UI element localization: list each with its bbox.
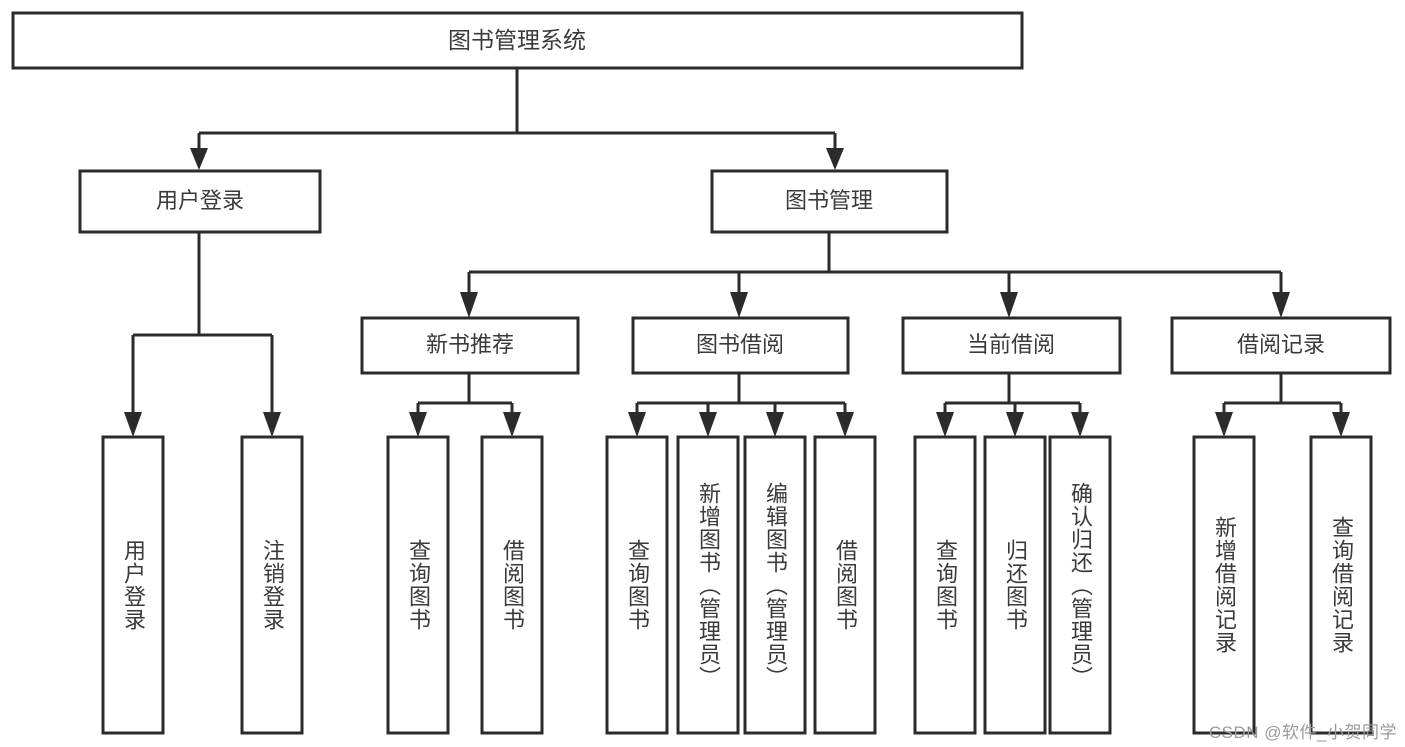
leaf-current-borrow-3[interactable]: 确认归还（管理员） <box>1048 435 1112 735</box>
new-book-recommend-box[interactable] <box>360 316 580 375</box>
borrow-record-label: 借阅记录 <box>1237 332 1325 357</box>
root-box[interactable] <box>11 11 1024 70</box>
node-new-book-recommend[interactable]: 新书推荐 <box>360 316 580 375</box>
arrow-nsr-1 <box>409 412 427 437</box>
leaf-label: 确认归还（管理员） <box>1068 481 1093 689</box>
arrow-bm-b <box>730 292 748 318</box>
leaf-label: 新增图书（管理员） <box>696 481 721 689</box>
leaf-box[interactable] <box>1309 435 1373 735</box>
node-current-borrow[interactable]: 当前借阅 <box>901 316 1122 375</box>
leaf-user-login-2[interactable]: 注销登录 <box>240 435 304 735</box>
arrow-dqjy-1 <box>936 412 954 437</box>
node-book-borrow[interactable]: 图书借阅 <box>631 316 850 375</box>
node-book-management[interactable]: 图书管理 <box>710 169 949 234</box>
arrow-jyjl-2 <box>1332 412 1350 437</box>
leaf-box[interactable] <box>676 435 740 735</box>
book-borrow-box[interactable] <box>631 316 850 375</box>
arrow-tsjy-4 <box>836 412 854 437</box>
leaf-borrow-record-1[interactable]: 新增借阅记录 <box>1192 435 1256 735</box>
leaf-box[interactable] <box>1048 435 1112 735</box>
leaf-book-borrow-3[interactable]: 编辑图书（管理员） <box>743 435 807 735</box>
arrow-root-to-bookmgmt <box>826 148 844 170</box>
leaf-borrow-record-2[interactable]: 查询借阅记录 <box>1309 435 1373 735</box>
arrow-tsjy-2 <box>699 412 717 437</box>
node-borrow-record[interactable]: 借阅记录 <box>1170 316 1392 375</box>
user-login-label: 用户登录 <box>156 188 244 213</box>
leaf-box[interactable] <box>480 435 544 735</box>
leaf-label: 归还图书 <box>1003 539 1028 631</box>
leaf-box[interactable] <box>240 435 304 735</box>
leaf-label: 查询图书 <box>933 539 958 631</box>
arrow-login-leaf-2 <box>263 412 281 437</box>
leaf-box[interactable] <box>813 435 877 735</box>
arrow-login-leaf-1 <box>124 412 142 437</box>
leaf-label: 注销登录 <box>260 539 285 631</box>
leaf-label: 用户登录 <box>121 539 146 631</box>
node-user-login[interactable]: 用户登录 <box>78 169 322 234</box>
arrow-root-to-login <box>190 148 208 170</box>
leaf-label: 查询借阅记录 <box>1329 516 1354 654</box>
leaf-box[interactable] <box>1192 435 1256 735</box>
leaf-box[interactable] <box>913 435 977 735</box>
current-borrow-box[interactable] <box>901 316 1122 375</box>
leaf-book-borrow-2[interactable]: 新增图书（管理员） <box>676 435 740 735</box>
leaf-user-login-1[interactable]: 用户登录 <box>101 435 165 735</box>
arrow-bm-d <box>1272 292 1290 318</box>
leaf-box[interactable] <box>743 435 807 735</box>
arrow-dqjy-2 <box>1006 412 1024 437</box>
book-management-label: 图书管理 <box>785 188 873 213</box>
borrow-record-box[interactable] <box>1170 316 1392 375</box>
leaf-label: 借阅图书 <box>500 539 525 631</box>
root-label: 图书管理系统 <box>448 27 586 53</box>
book-management-box[interactable] <box>710 169 949 234</box>
book-borrow-label: 图书借阅 <box>696 332 784 357</box>
current-borrow-label: 当前借阅 <box>967 332 1055 357</box>
leaf-book-borrow-4[interactable]: 借阅图书 <box>813 435 877 735</box>
leaf-current-borrow-1[interactable]: 查询图书 <box>913 435 977 735</box>
leaf-box[interactable] <box>983 435 1047 735</box>
user-login-box[interactable] <box>78 169 322 234</box>
connectors <box>124 68 1350 437</box>
leaf-new-book-recommend-1[interactable]: 查询图书 <box>386 435 450 735</box>
leaf-label: 编辑图书（管理员） <box>763 481 788 689</box>
arrow-tsjy-1 <box>628 412 646 437</box>
leaf-box[interactable] <box>386 435 450 735</box>
leaf-box[interactable] <box>101 435 165 735</box>
leaf-label: 查询图书 <box>406 539 431 631</box>
arrow-bm-c <box>1000 292 1018 318</box>
arrow-bm-a <box>460 292 478 318</box>
arrow-jyjl-1 <box>1215 412 1233 437</box>
leaf-label: 新增借阅记录 <box>1212 516 1237 654</box>
arrow-tsjy-3 <box>766 412 784 437</box>
leaf-current-borrow-2[interactable]: 归还图书 <box>983 435 1047 735</box>
leaf-label: 查询图书 <box>625 539 650 631</box>
node-root[interactable]: 图书管理系统 <box>11 11 1024 70</box>
leaf-label: 借阅图书 <box>833 539 858 631</box>
arrow-dqjy-3 <box>1071 412 1089 437</box>
leaf-book-borrow-1[interactable]: 查询图书 <box>605 435 669 735</box>
arrow-nsr-2 <box>503 412 521 437</box>
leaf-new-book-recommend-2[interactable]: 借阅图书 <box>480 435 544 735</box>
new-book-recommend-label: 新书推荐 <box>426 332 514 357</box>
leaf-box[interactable] <box>605 435 669 735</box>
